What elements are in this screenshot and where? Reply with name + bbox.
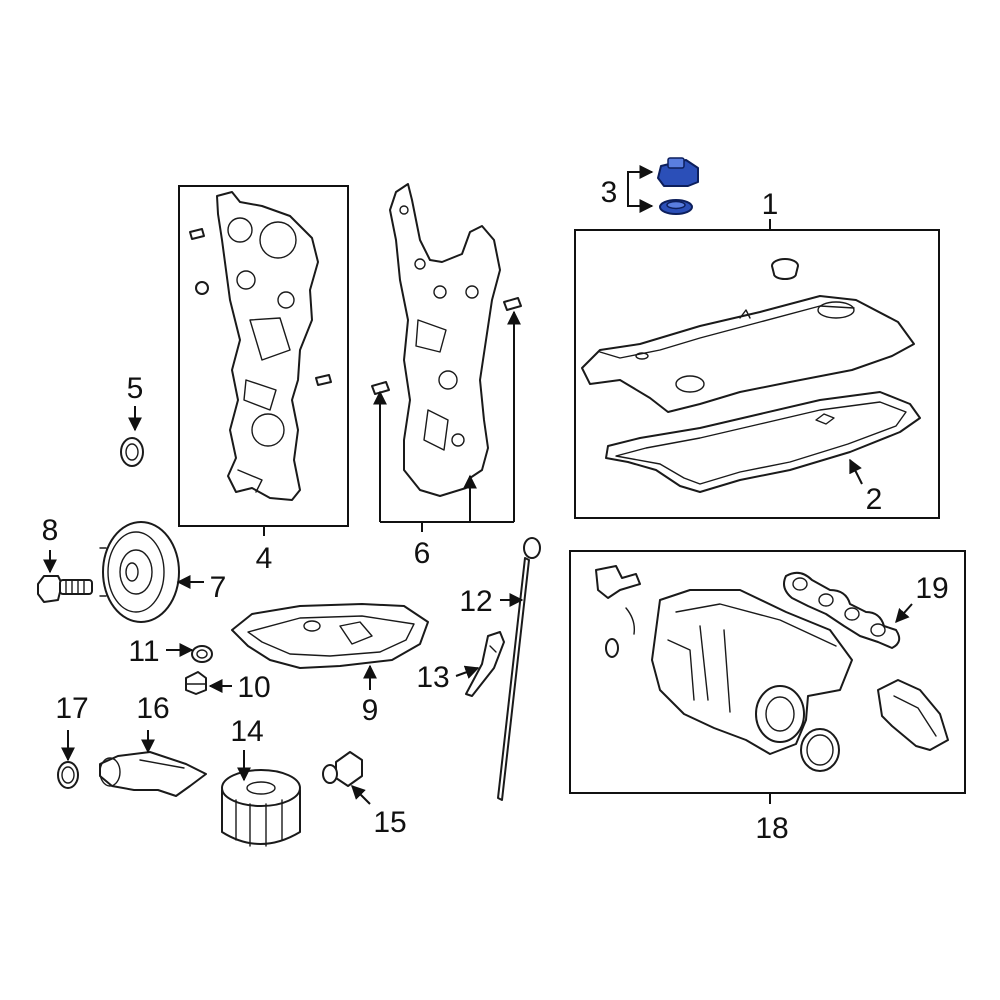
- oil-strainer-part[interactable]: [99, 751, 207, 797]
- callout-6: 6: [414, 537, 431, 570]
- callout-19: 19: [915, 572, 948, 605]
- dipstick-part[interactable]: [497, 537, 541, 801]
- leader-lines: [43, 165, 913, 805]
- intake-manifold-group-box: [569, 550, 966, 794]
- callout-3: 3: [601, 176, 618, 209]
- callout-7: 7: [210, 571, 227, 604]
- seal-part-5[interactable]: [120, 437, 144, 467]
- callout-12: 12: [459, 585, 492, 618]
- callout-11: 11: [128, 635, 159, 668]
- callout-labels: 1 2 3 4 5 6 7 8 9 10 11 12 13 14 15 16 1…: [42, 176, 949, 845]
- strainer-gasket-part[interactable]: [57, 761, 79, 789]
- drain-gasket-part[interactable]: [191, 645, 213, 663]
- callout-5: 5: [127, 372, 144, 405]
- oil-filter-part[interactable]: [221, 769, 301, 847]
- drain-plug-part[interactable]: [185, 671, 207, 695]
- callout-10: 10: [237, 671, 270, 704]
- dipstick-guide-part[interactable]: [465, 631, 505, 697]
- valve-cover-gasket-part[interactable]: [605, 391, 921, 493]
- oil-filler-cap-highlighted[interactable]: [657, 157, 699, 215]
- timing-cover-part[interactable]: [189, 191, 332, 501]
- callout-17: 17: [55, 692, 88, 725]
- callout-1: 1: [762, 188, 779, 221]
- callout-18: 18: [755, 812, 788, 845]
- intake-manifold-part[interactable]: [595, 565, 949, 772]
- intake-gasket-part[interactable]: [783, 571, 901, 649]
- callout-4: 4: [256, 542, 273, 575]
- timing-case-part[interactable]: [371, 183, 522, 497]
- oil-pan-part[interactable]: [231, 603, 429, 669]
- crankshaft-pulley-part[interactable]: [99, 521, 180, 623]
- valve-cover-group-box: [574, 229, 940, 519]
- callout-2: 2: [866, 483, 883, 516]
- pulley-bolt-part[interactable]: [37, 575, 93, 603]
- callout-14: 14: [230, 715, 263, 748]
- callout-9: 9: [362, 694, 379, 727]
- callout-8: 8: [42, 514, 59, 547]
- callout-13: 13: [416, 661, 449, 694]
- callout-15: 15: [373, 806, 406, 839]
- valve-cover-part[interactable]: [581, 258, 915, 413]
- callout-16: 16: [136, 692, 169, 725]
- filter-union-part[interactable]: [322, 751, 363, 787]
